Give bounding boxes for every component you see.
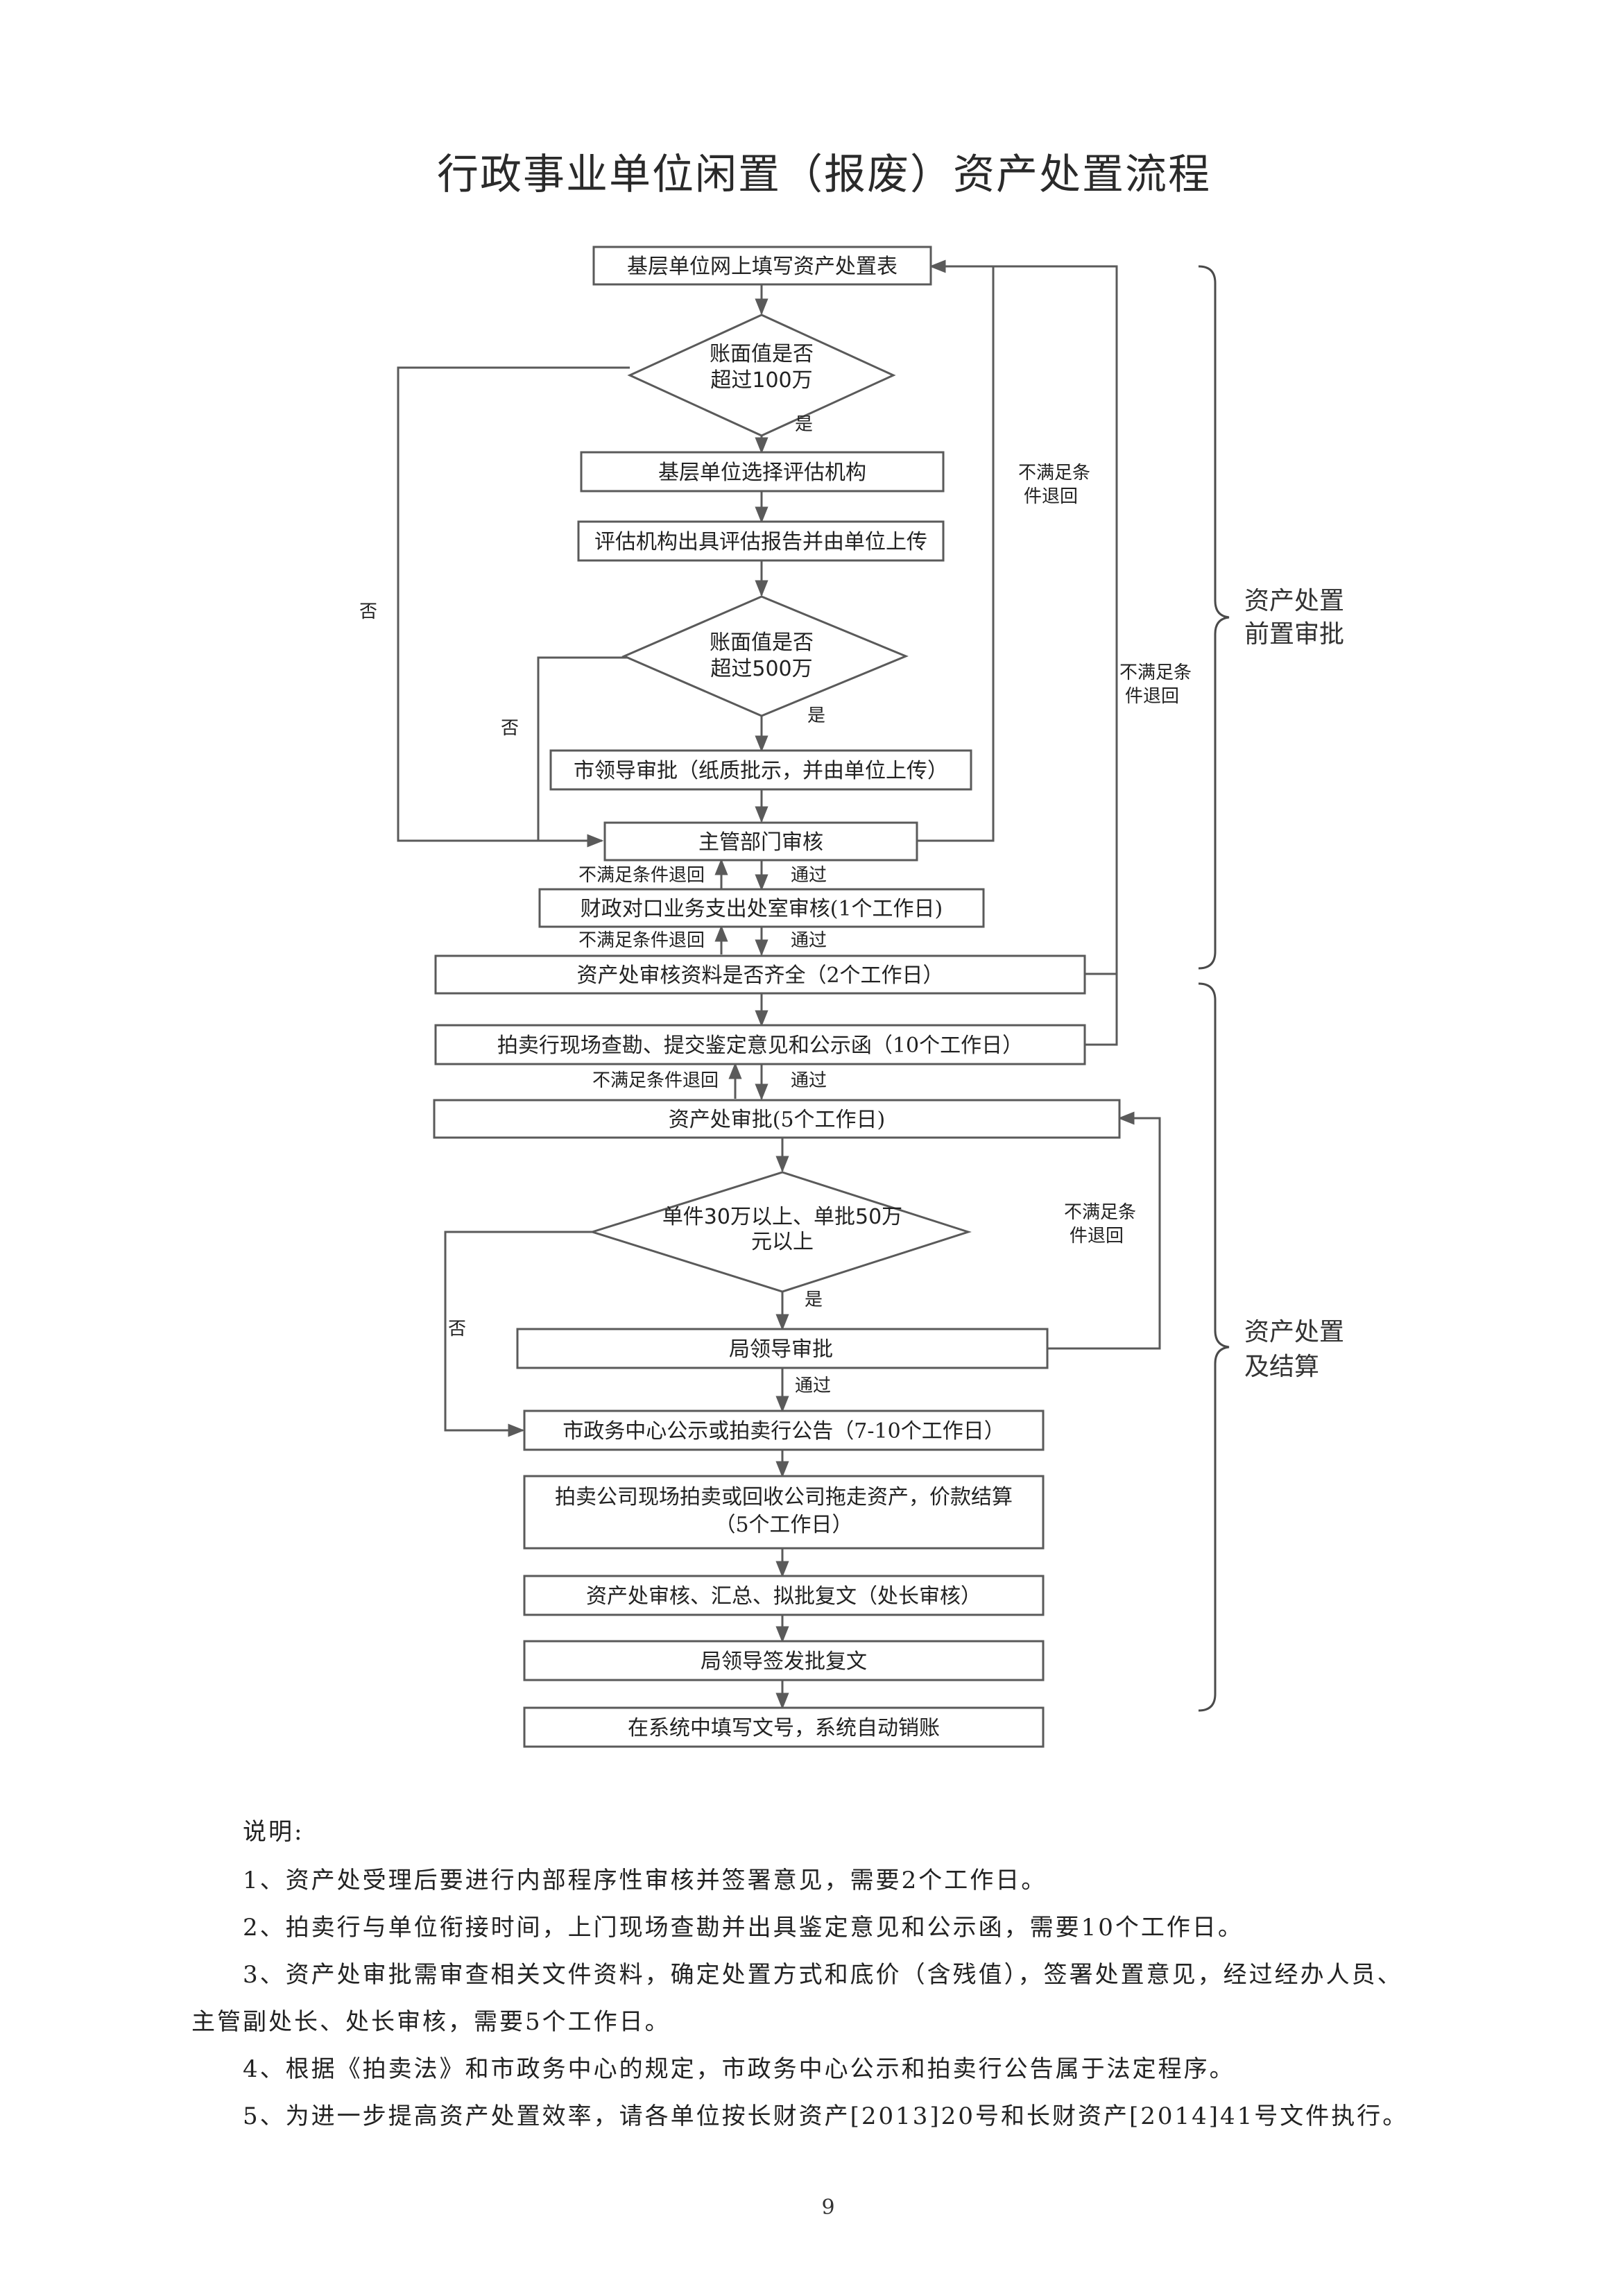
note-item-3-cont: 主管副处长、处长审核，需要5个工作日。 [191, 2008, 671, 2036]
page-title: 行政事业单位闲置（报废）资产处置流程 [437, 151, 1211, 199]
connectors [397, 259, 1161, 1710]
label-s9-return: 不满足条件退回 [592, 1070, 719, 1091]
decision-d2: 账面值是否 超过500万 [621, 595, 909, 717]
step-s14-label: 局领导签发批复文 [701, 1650, 867, 1674]
decision-d1-line2: 超过100万 [710, 368, 812, 393]
note-item-4: 4、根据《拍卖法》和市政务中心的规定，市政务中心公示和拍卖行公告属于法定程序。 [243, 2055, 1235, 2083]
decision-d2-line2: 超过500万 [710, 657, 812, 681]
step-s11: 市政务中心公示或拍卖行公告（7-10个工作日） [523, 1410, 1045, 1451]
label-d2-no: 否 [501, 718, 519, 739]
decision-d1: 账面值是否 超过100万 [627, 314, 896, 437]
phase-brace-2: 资产处置 及结算 [1198, 982, 1344, 1712]
label-d1-no: 否 [359, 601, 377, 622]
step-s12: 拍卖公司现场拍卖或回收公司拖走资产，价款结算 （5个工作日） [523, 1475, 1045, 1550]
arrow-d3-no [444, 1231, 592, 1437]
step-s9-label: 资产处审批(5个工作日) [669, 1108, 886, 1132]
note-item-3: 3、资产处审批需审查相关文件资料，确定处置方式和底价（含残值），签署处置意见，经… [243, 1961, 1403, 1989]
phase-2-line1: 资产处置 [1244, 1318, 1344, 1346]
step-s7: 资产处审核资料是否齐全（2个工作日） [434, 954, 1086, 995]
step-s10: 局领导审批 [516, 1328, 1049, 1369]
label-d3-yes: 是 [805, 1290, 823, 1310]
arrow-s5-return [916, 259, 995, 842]
phase-1-line2: 前置审批 [1244, 620, 1344, 649]
step-s12-line2: （5个工作日） [714, 1513, 852, 1537]
step-s13: 资产处审核、汇总、拟批复文（处长审核） [523, 1575, 1045, 1616]
note-item-1: 1、资产处受理后要进行内部程序性审核并签署意见，需要2个工作日。 [243, 1867, 1047, 1894]
notes-heading: 说明: [243, 1818, 304, 1846]
label-s6-pass: 通过 [791, 930, 827, 951]
decision-d3: 单件30万以上、单批50万 元以上 [588, 1171, 972, 1293]
arrow-s10-return [1047, 1111, 1161, 1350]
step-s6: 财政对口业务支出处室审核(1个工作日) [538, 888, 985, 928]
label-s8-pass: 通过 [791, 1070, 827, 1091]
arrow-d1-no [397, 366, 630, 848]
step-s1: 基层单位网上填写资产处置表 [592, 246, 932, 286]
label-s10-pass: 通过 [795, 1376, 831, 1396]
step-s2-label: 基层单位选择评估机构 [658, 461, 866, 485]
step-s2: 基层单位选择评估机构 [580, 451, 945, 492]
step-s3-label: 评估机构出具评估报告并由单位上传 [594, 530, 927, 554]
step-s5-label: 主管部门审核 [698, 830, 823, 855]
step-s6-label: 财政对口业务支出处室审核(1个工作日) [581, 897, 943, 921]
note-item-2: 2、拍卖行与单位衔接时间，上门现场查勘并出具鉴定意见和公示函，需要10个工作日。 [243, 1914, 1244, 1942]
step-s3: 评估机构出具评估报告并由单位上传 [577, 520, 945, 562]
label-s5-return-line1: 不满足条 [1018, 463, 1090, 483]
phase-2-line2: 及结算 [1244, 1353, 1319, 1381]
notes-section: 说明: 1、资产处受理后要进行内部程序性审核并签署意见，需要2个工作日。 2、拍… [191, 1818, 1408, 2130]
step-s10-label: 局领导审批 [729, 1337, 833, 1362]
decision-d2-line1: 账面值是否 [710, 631, 814, 655]
label-s10-return-line2: 件退回 [1070, 1226, 1124, 1246]
step-s7-label: 资产处审核资料是否齐全（2个工作日） [576, 963, 943, 988]
step-s8-label: 拍卖行现场查勘、提交鉴定意见和公示函（10个工作日） [497, 1034, 1023, 1058]
phase-brace-1: 资产处置 前置审批 [1198, 265, 1344, 970]
label-s7-return-line1: 不满足条 [1119, 662, 1192, 683]
step-s4: 市领导审批（纸质批示，并由单位上传） [549, 749, 972, 791]
label-s7-return: 不满足条件退回 [578, 930, 705, 951]
edge-labels: 是 否 是 否 不满足条 件退回 不满足条 件退回 不满足条件退回 通过 不满足… [359, 414, 1192, 1396]
step-s5: 主管部门审核 [603, 821, 918, 862]
label-s10-return-line1: 不满足条 [1064, 1202, 1136, 1223]
arrow-s8-return [1085, 974, 1118, 1046]
step-s14: 局领导签发批复文 [523, 1640, 1045, 1681]
label-s6-return: 不满足条件退回 [578, 865, 705, 886]
arrow-d2-no [537, 656, 630, 841]
step-s13-label: 资产处审核、汇总、拟批复文（处长审核） [586, 1584, 981, 1609]
decision-d3-line1: 单件30万以上、单批50万 [662, 1205, 902, 1229]
step-s12-line1: 拍卖公司现场拍卖或回收公司拖走资产，价款结算 [555, 1485, 1013, 1509]
note-item-5: 5、为进一步提高资产处置效率，请各单位按长财资产[2013]20号和长财资产[2… [243, 2102, 1408, 2130]
page-number: 9 [821, 2195, 834, 2220]
label-s5-return-line2: 件退回 [1024, 486, 1078, 507]
label-d2-yes: 是 [807, 705, 825, 726]
label-d1-yes: 是 [795, 414, 813, 435]
phase-1-line1: 资产处置 [1244, 587, 1344, 615]
step-s9: 资产处审批(5个工作日) [433, 1099, 1121, 1139]
arrow-s7-return [993, 265, 1118, 975]
brace-2-shape [1198, 982, 1230, 1712]
step-s11-label: 市政务中心公示或拍卖行公告（7-10个工作日） [563, 1419, 1004, 1443]
label-s5-pass: 通过 [791, 865, 827, 886]
step-s1-label: 基层单位网上填写资产处置表 [627, 255, 898, 279]
step-s8: 拍卖行现场查勘、提交鉴定意见和公示函（10个工作日） [434, 1024, 1086, 1065]
brace-1-shape [1198, 265, 1230, 970]
label-d3-no: 否 [448, 1319, 466, 1339]
decision-d3-line2: 元以上 [751, 1230, 814, 1254]
step-s4-label: 市领导审批（纸质批示，并由单位上传） [574, 759, 948, 783]
decision-d1-line1: 账面值是否 [710, 342, 814, 366]
step-s15: 在系统中填写文号，系统自动销账 [523, 1706, 1045, 1748]
step-s15-label: 在系统中填写文号，系统自动销账 [628, 1716, 940, 1740]
label-s7-return-line2: 件退回 [1125, 686, 1179, 707]
